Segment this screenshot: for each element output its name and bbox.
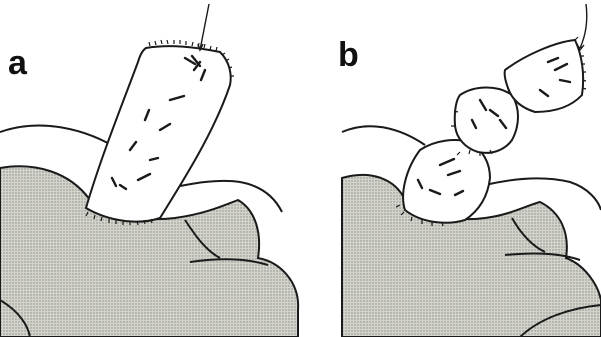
panel-label-a: a [8, 46, 27, 80]
panel-b-tube-upper [505, 40, 584, 112]
panel-a-group [0, 4, 298, 337]
panel-a-suture-thread [200, 4, 209, 50]
panel-label-b: b [338, 38, 359, 72]
panel-b-group [342, 4, 601, 337]
panel-b-tube-middle [455, 88, 518, 153]
panel-b-suture-thread [580, 4, 587, 48]
panel-a-flap [86, 46, 231, 221]
